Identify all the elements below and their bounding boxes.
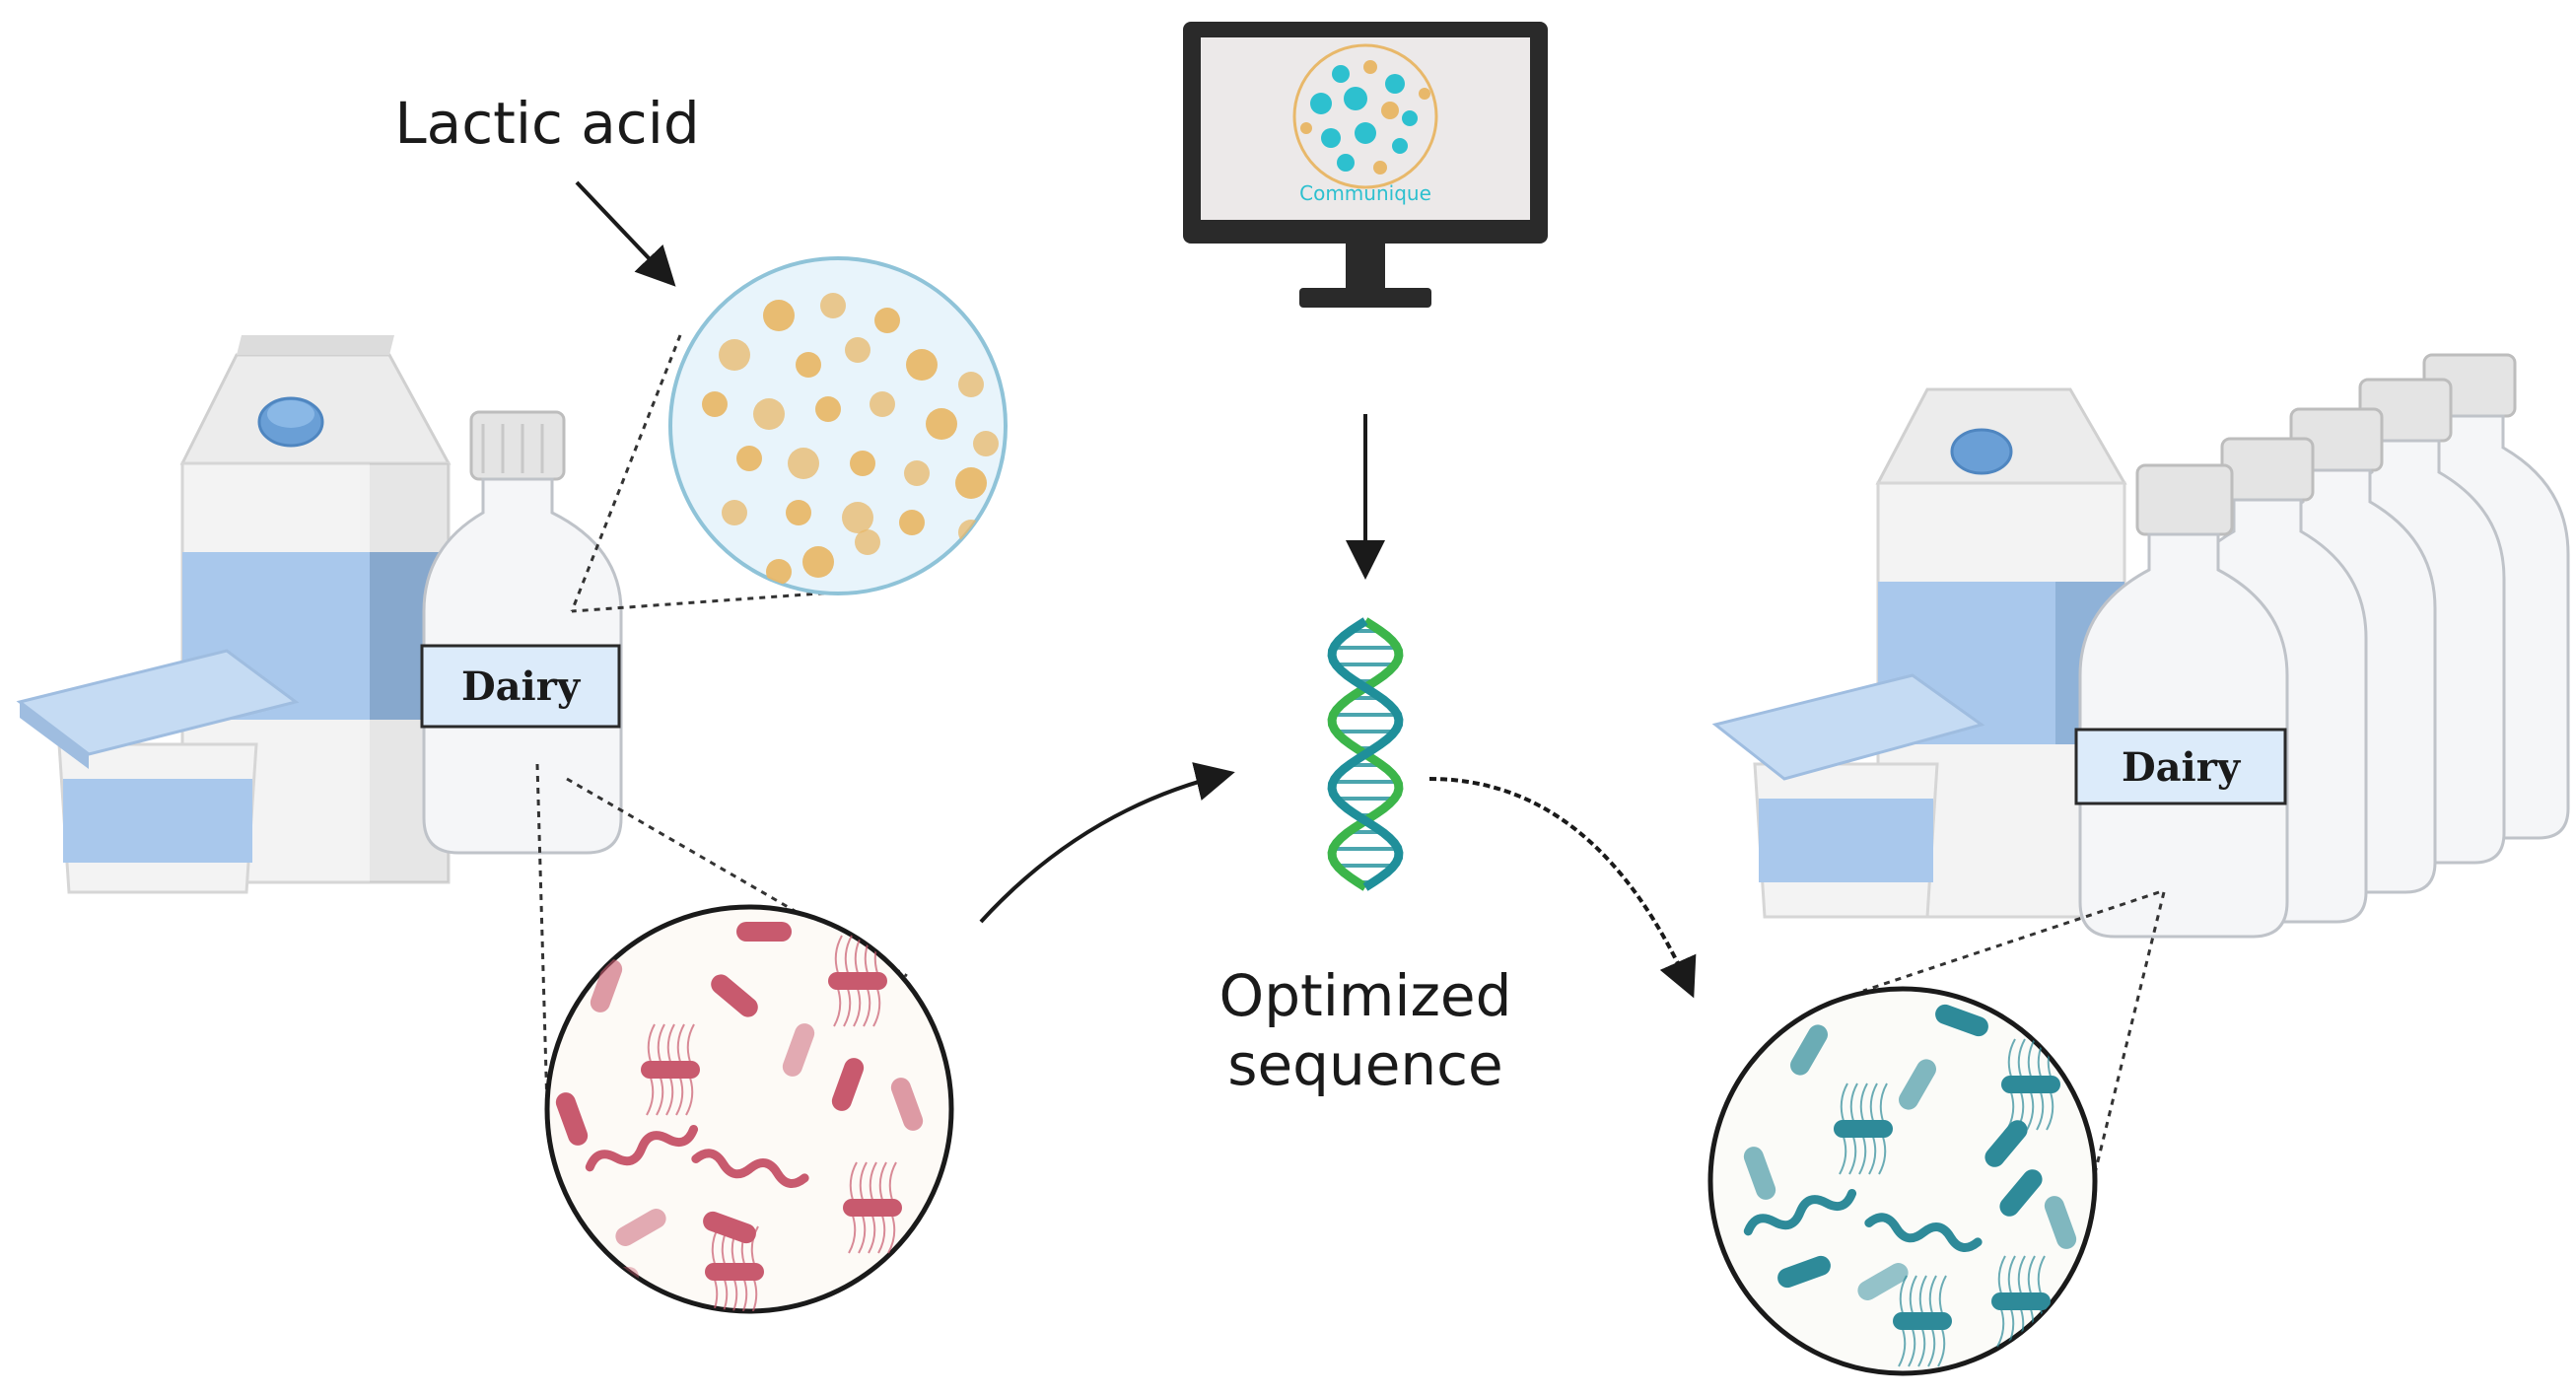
granule-dot (719, 339, 750, 371)
granule-dot (820, 293, 846, 318)
granule-cluster (702, 293, 999, 585)
granule-dot (906, 349, 938, 381)
granule-dot (722, 500, 747, 525)
optimized-label-line2: sequence (1227, 1031, 1503, 1098)
bacterium (584, 1267, 639, 1287)
granule-dot (899, 510, 925, 535)
bacterium (555, 1092, 589, 1146)
monitor-dot (1381, 102, 1399, 119)
granule-dot (796, 352, 821, 378)
bacterium (585, 1125, 699, 1172)
bacterium (1834, 1082, 1893, 1175)
bacterium (711, 974, 758, 1017)
bacterium (1790, 1024, 1828, 1076)
lactic-acid-granules-zoom (570, 256, 1008, 613)
right-dairy-label-box (2074, 728, 2287, 805)
granule-dot (842, 502, 873, 533)
left-dairy-label: Dairy (461, 663, 582, 710)
bacterium (890, 1078, 924, 1131)
bacterium (1999, 1169, 2043, 1217)
bacterium (782, 1023, 815, 1077)
bacterium (843, 1161, 902, 1254)
bacterium (1743, 1189, 1857, 1236)
granule-dot (763, 300, 795, 331)
granule-dot (753, 398, 785, 430)
monitor-dot (1321, 128, 1341, 148)
lactic-acid-label: Lactic acid (394, 90, 699, 157)
granule-dot (766, 559, 792, 585)
left-dairy-bottle: Dairy (420, 410, 623, 855)
monitor-dot (1373, 161, 1387, 174)
lactic-acid-arrow (575, 180, 676, 287)
bacterium (1935, 1004, 1988, 1037)
monitor-dot (1355, 122, 1376, 144)
bacterium (736, 922, 792, 942)
left-to-dna-arrow (979, 762, 1235, 924)
dna-strand (1327, 617, 1404, 891)
left-dairy-group: Dairy (16, 335, 623, 894)
bacterium (831, 1058, 865, 1111)
bacterium (2044, 1196, 2077, 1249)
right-yogurt-cup (1711, 673, 1985, 919)
granule-dot (973, 431, 999, 456)
right-dairy-label: Dairy (2122, 744, 2242, 791)
granule-dot (845, 337, 870, 363)
bacterium (641, 1023, 700, 1116)
monitor-dot (1419, 88, 1430, 100)
granule-dot (855, 529, 880, 555)
granule-dot (874, 308, 900, 333)
right-dairy-bottle: Dairy (2074, 463, 2289, 939)
monitor-dot (1402, 110, 1418, 126)
bacterium (828, 935, 887, 1027)
monitor-dot (1332, 65, 1350, 83)
granule-dot (802, 546, 834, 578)
computer-monitor-icon: Communique (1183, 22, 1548, 308)
bacterium (1857, 1263, 1909, 1300)
dna-to-right-arrow (1428, 777, 1697, 999)
bacterium (615, 1209, 666, 1246)
granule-dot (815, 396, 841, 422)
left-yogurt-cup (16, 649, 300, 894)
granule-dot (955, 467, 987, 499)
optimized-label-line1: Optimized (1219, 962, 1512, 1029)
granule-dot (904, 460, 930, 486)
bacterium (1984, 1120, 2028, 1167)
bacterium (1743, 1147, 1776, 1200)
bacterium (2001, 1038, 2060, 1131)
monitor-dot (1310, 93, 1332, 114)
bacterium (705, 1225, 764, 1311)
granule-dot (736, 446, 762, 471)
granule-dot (926, 408, 957, 440)
monitor-dot (1385, 74, 1405, 94)
granule-dot (850, 451, 875, 476)
monitor-dot-cluster (1300, 60, 1430, 174)
monitor-dot (1300, 122, 1312, 134)
monitor-dot (1344, 87, 1367, 110)
right-bacteria-zoom (1707, 890, 2166, 1376)
left-dairy-label-box (420, 644, 621, 729)
bacterium (1899, 1059, 1936, 1110)
monitor-dot (1392, 138, 1408, 154)
bacterium (1864, 1213, 1983, 1252)
bacterium (590, 959, 623, 1012)
granule-dot (870, 391, 895, 417)
dna-helix-icon (1327, 617, 1404, 891)
granule-dot (702, 391, 728, 417)
bacterium (1777, 1255, 1831, 1289)
right-dairy-group: Dairy (1711, 353, 2570, 939)
granule-dot (958, 372, 984, 397)
monitor-dot (1337, 154, 1355, 172)
granule-dot (786, 500, 811, 525)
bacterium (1893, 1275, 1952, 1367)
bacterium (691, 1149, 809, 1188)
monitor-screen-text: Communique (1299, 181, 1431, 205)
monitor-dot (1363, 60, 1377, 74)
granule-dot (788, 448, 819, 479)
bacterium (703, 1211, 756, 1244)
